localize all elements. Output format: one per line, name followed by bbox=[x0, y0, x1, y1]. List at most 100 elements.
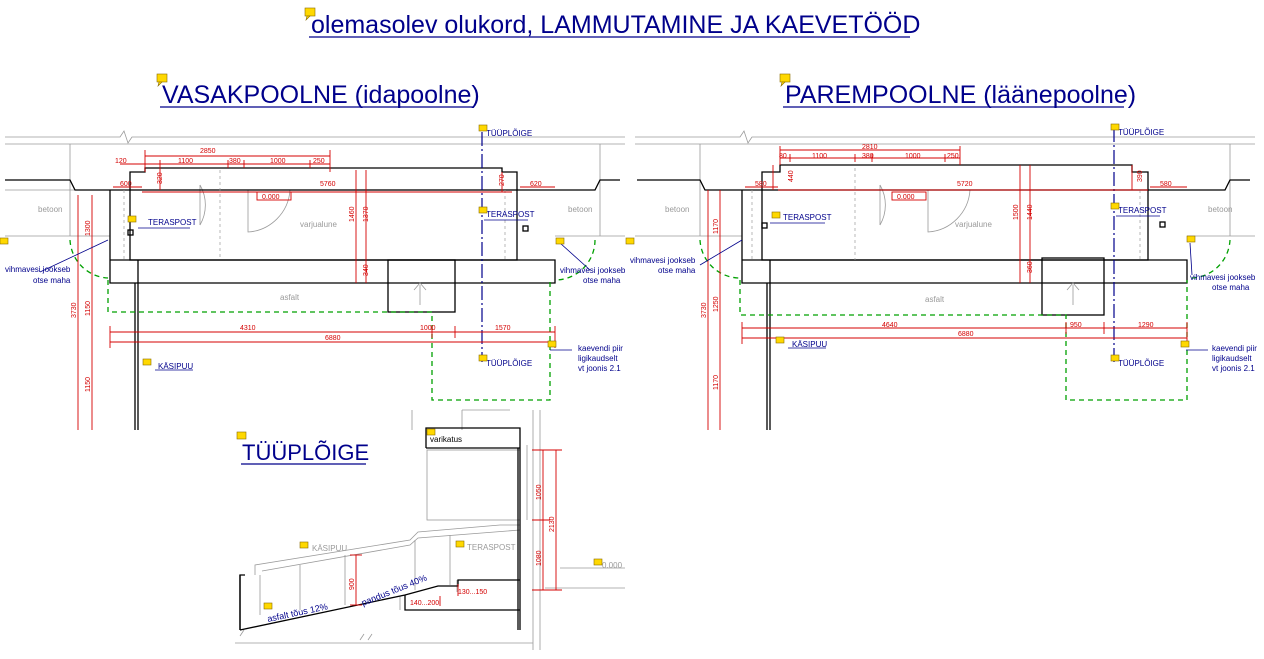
section-mark: TÜÜPLÕIGE bbox=[1118, 359, 1164, 368]
dim-label: 1290 bbox=[1138, 322, 1154, 329]
area-label: asfalt bbox=[280, 293, 300, 302]
note-icon[interactable] bbox=[1110, 202, 1120, 210]
dim-label: 1150 bbox=[85, 301, 92, 316]
note-icon[interactable] bbox=[547, 340, 557, 348]
dim-label: 130...150 bbox=[458, 589, 487, 596]
note-icon[interactable] bbox=[1186, 235, 1196, 243]
section-mark: TÜÜPLÕIGE bbox=[486, 129, 532, 138]
dim-label: 380 bbox=[229, 158, 241, 165]
level-label: 0.000 bbox=[262, 194, 280, 201]
section-mark: TÜÜPLÕIGE bbox=[1118, 128, 1164, 137]
annotation-label: otse maha bbox=[1212, 283, 1250, 292]
note-icon[interactable] bbox=[299, 541, 309, 549]
note-icon[interactable] bbox=[142, 358, 152, 366]
note-icon[interactable] bbox=[236, 431, 247, 440]
note-icon[interactable] bbox=[779, 73, 791, 87]
dim-label: 320 bbox=[157, 172, 164, 184]
note-icon[interactable] bbox=[1110, 123, 1120, 131]
note-icon[interactable] bbox=[478, 206, 488, 214]
dim-label: 5760 bbox=[320, 181, 336, 188]
note-icon[interactable] bbox=[593, 558, 603, 566]
note-icon[interactable] bbox=[426, 428, 436, 436]
annotation-label: vihmavesi jookseb bbox=[1190, 273, 1256, 282]
area-label: varjualune bbox=[955, 220, 992, 229]
note-icon[interactable] bbox=[263, 602, 273, 610]
dim-label: 440 bbox=[788, 170, 795, 182]
annotation-label: ligikaudselt bbox=[1212, 354, 1252, 363]
dim-label: 1170 bbox=[713, 375, 720, 390]
note-icon[interactable] bbox=[127, 215, 137, 223]
dim-label: 340 bbox=[363, 264, 370, 276]
dim-label: 1300 bbox=[85, 220, 92, 236]
dim-label: 1050 bbox=[536, 484, 543, 500]
dim-label: 250 bbox=[313, 158, 325, 165]
level-label: 0.000 bbox=[602, 561, 623, 570]
note-icon[interactable] bbox=[775, 336, 785, 344]
dim-label: 1100 bbox=[812, 153, 827, 160]
note-icon[interactable] bbox=[455, 540, 465, 548]
dim-label: 2850 bbox=[200, 148, 216, 155]
note-icon[interactable] bbox=[1110, 354, 1120, 362]
dim-label: 950 bbox=[1070, 322, 1082, 329]
annotation-label: ligikaudselt bbox=[578, 354, 618, 363]
dim-label: 1570 bbox=[495, 325, 511, 332]
dim-label: 2810 bbox=[862, 144, 878, 151]
dim-label: 3730 bbox=[701, 302, 708, 318]
annotation-label: vt joonis 2.1 bbox=[578, 364, 621, 373]
dim-label: 4640 bbox=[882, 322, 898, 329]
note-icon[interactable] bbox=[156, 73, 168, 87]
dim-label: 250 bbox=[947, 153, 959, 160]
dim-label: 620 bbox=[530, 181, 542, 188]
dim-label: 4310 bbox=[240, 325, 256, 332]
kasipuu-label: KÄSIPUU bbox=[158, 362, 193, 371]
level-label: 0.000 bbox=[897, 194, 915, 201]
area-label: varjualune bbox=[300, 220, 337, 229]
dim-label: 580 bbox=[1160, 181, 1172, 188]
left-plan: 2850 120 1100 380 1000 250 600 5760 620 … bbox=[0, 124, 626, 430]
annotation-label: vt joonis 2.1 bbox=[1212, 364, 1255, 373]
section-heading: TÜÜPLÕIGE bbox=[242, 440, 369, 465]
area-label: betoon bbox=[665, 205, 689, 214]
note-icon[interactable] bbox=[625, 237, 635, 245]
dim-label: 380 bbox=[862, 153, 874, 160]
right-heading: PAREMPOOLNE (läänepoolne) bbox=[785, 81, 1136, 109]
annotation-label: otse maha bbox=[658, 266, 696, 275]
dim-label: 1370 bbox=[363, 206, 370, 222]
annotation-label: otse maha bbox=[33, 276, 71, 285]
right-plan: 2810 80 1100 380 1000 250 580 5720 580 9… bbox=[625, 123, 1257, 430]
dim-label: 1080 bbox=[536, 550, 543, 566]
note-icon[interactable] bbox=[1180, 340, 1190, 348]
note-icon[interactable] bbox=[304, 7, 316, 21]
dim-label: 1440 bbox=[1027, 204, 1034, 220]
note-icon[interactable] bbox=[0, 237, 9, 245]
left-heading: VASAKPOOLNE (idapoolne) bbox=[162, 81, 480, 109]
dim-label: 1100 bbox=[178, 158, 193, 165]
annotation-label: vihmavesi jookseb bbox=[5, 265, 71, 274]
dim-label: 1150 bbox=[85, 377, 92, 392]
dim-label: 600 bbox=[120, 181, 132, 188]
dim-label: 900 bbox=[349, 578, 356, 590]
annotation-label: vihmavesi jookseb bbox=[630, 256, 696, 265]
annotation-label: vihmavesi jookseb bbox=[560, 266, 626, 275]
canopy-label: varikatus bbox=[430, 435, 462, 444]
dim-label: 1000 bbox=[905, 153, 921, 160]
dim-label: 1170 bbox=[713, 219, 720, 234]
note-icon[interactable] bbox=[478, 354, 488, 362]
dim-label: 1000 bbox=[420, 325, 436, 332]
note-icon[interactable] bbox=[555, 237, 565, 245]
dim-label: 1250 bbox=[713, 296, 720, 312]
kasipuu-label: KÄSIPUU bbox=[792, 340, 827, 349]
note-icon[interactable] bbox=[771, 211, 781, 219]
dim-label: 5720 bbox=[957, 181, 973, 188]
dim-label: 120 bbox=[115, 158, 127, 165]
teraspost-label: TERASPOST bbox=[1118, 206, 1167, 215]
typical-section: TÜÜPLÕIGE bbox=[235, 409, 625, 650]
slope-label: asfalt tõus 12% bbox=[266, 601, 328, 624]
dim-label: 1500 bbox=[1013, 204, 1020, 220]
dim-label: 360 bbox=[1027, 261, 1034, 273]
note-icon[interactable] bbox=[478, 124, 488, 132]
area-label: asfalt bbox=[925, 295, 945, 304]
dim-label: 1460 bbox=[349, 206, 356, 222]
teraspost-label: TERASPOST bbox=[467, 543, 516, 552]
